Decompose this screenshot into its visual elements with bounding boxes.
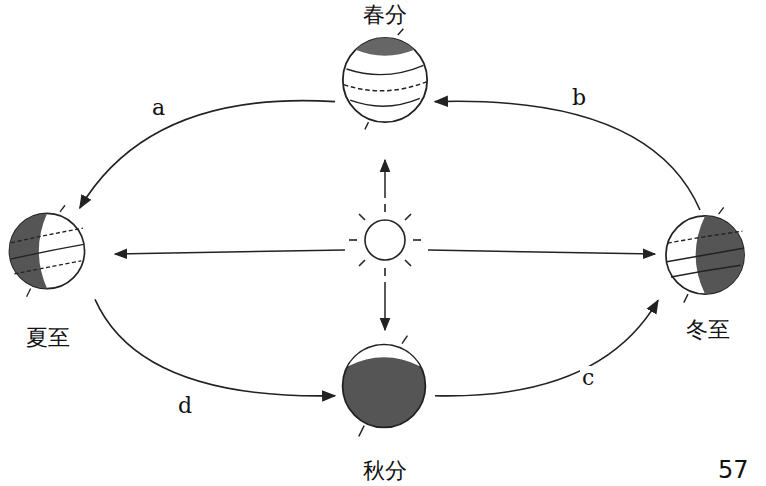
orbit-arc (435, 300, 658, 395)
page-number: 57 (718, 456, 749, 484)
orbit-arc (95, 299, 335, 396)
sun (349, 204, 421, 276)
orbit-arc (435, 101, 700, 210)
season-label: 夏至 (0, 325, 95, 351)
season-label: 秋分 (335, 458, 435, 484)
earth-globe: 秋分 (335, 338, 435, 486)
earth-globe: 冬至 (658, 210, 758, 345)
orbit-label: a (150, 96, 167, 120)
earth-globe: 夏至 (0, 208, 95, 353)
globe-drawing (658, 204, 752, 306)
orbit-label: c (580, 366, 596, 390)
orbit-arc (80, 101, 335, 208)
orbit-label: d (176, 394, 194, 418)
season-label: 冬至 (658, 317, 758, 343)
globe-drawing (334, 25, 436, 135)
sunlight-arrows (115, 160, 655, 330)
orbit-label: b (570, 86, 588, 110)
globe-drawing (2, 202, 92, 300)
globe-drawing (334, 332, 434, 440)
season-label: 春分 (335, 2, 435, 28)
earth-globe: 春分 (335, 0, 435, 132)
